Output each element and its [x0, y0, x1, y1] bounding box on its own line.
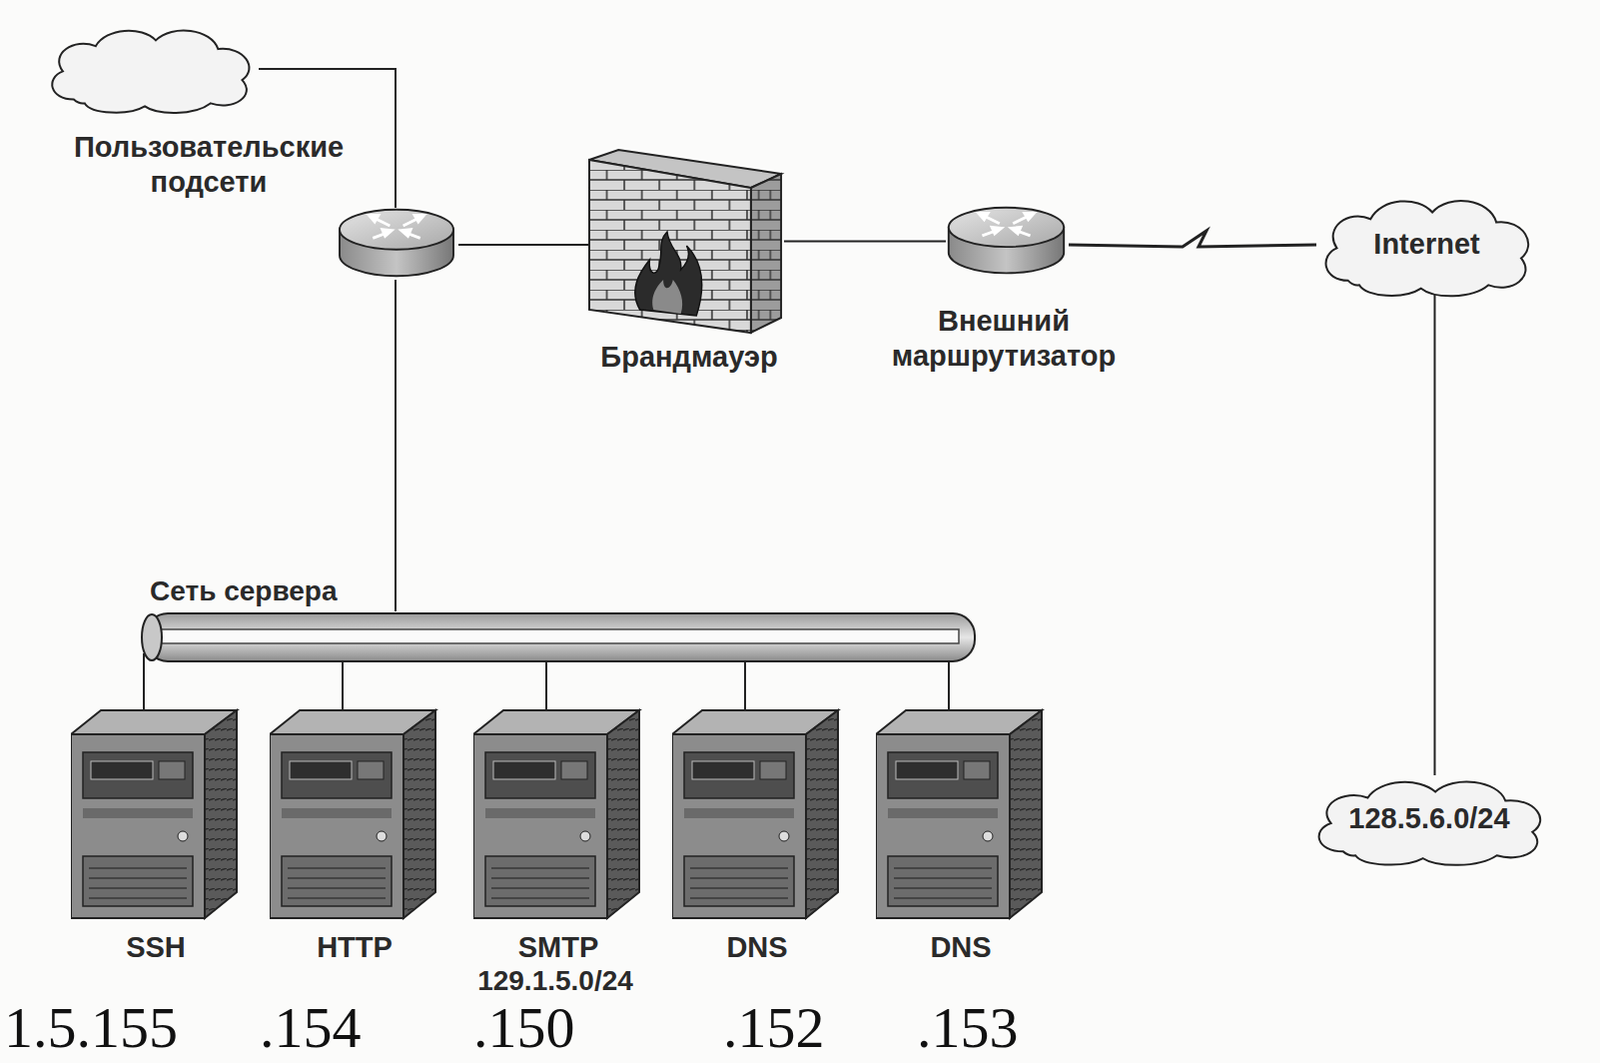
network-bus-node: Сеть сервера: [137, 574, 982, 665]
wall-shape: [589, 149, 785, 335]
ip-address: .154: [259, 998, 460, 1057]
connector: [341, 653, 344, 719]
server-node: DNS.153: [875, 708, 1046, 998]
server-node: HTTP.154: [269, 708, 440, 998]
node-label: DNS: [657, 929, 857, 965]
ip-address: 1.5.155: [3, 998, 204, 1057]
connector: [744, 653, 747, 719]
node-label: Internet: [1314, 226, 1540, 262]
cloud-node: Пользовательские подсети: [40, 19, 377, 202]
ip-address: .150: [473, 998, 674, 1057]
cloud-shape: [40, 19, 260, 117]
node-label: Пользовательские подсети: [48, 129, 369, 200]
connector: [784, 240, 946, 243]
server-node: SMTP.150: [473, 708, 644, 998]
node-label: Сеть сервера: [149, 574, 395, 609]
node-label: DNS: [860, 929, 1061, 965]
node-label: Внешний маршрутизатор: [878, 303, 1129, 374]
cloud-node: 128.5.6.0/24: [1306, 771, 1553, 869]
node-label: HTTP: [254, 929, 455, 965]
server-shape: [70, 708, 241, 920]
subnet-label: 129.1.5.0/24: [477, 964, 634, 997]
node-label: 128.5.6.0/24: [1306, 800, 1553, 836]
server-shape: [875, 708, 1046, 920]
server-shape: [269, 708, 440, 920]
ip-address: .152: [723, 998, 923, 1057]
connector: [142, 653, 145, 719]
connector: [545, 653, 548, 719]
node-label: Брандмауэр: [574, 339, 804, 375]
server-shape: [473, 708, 644, 920]
wire: [394, 279, 397, 612]
serial-link: [1068, 230, 1317, 247]
firewall-node: Брандмауэр: [589, 149, 790, 382]
tube-shape: [137, 611, 982, 664]
node-label: SMTP: [458, 929, 659, 965]
ip-address: .153: [916, 998, 1117, 1057]
server-node: DNS.152: [672, 708, 842, 998]
server-node: SSH1.5.155: [70, 708, 241, 998]
node-label: SSH: [55, 929, 256, 965]
cloud-node: Internet: [1314, 188, 1540, 301]
router-shape: [943, 203, 1069, 279]
wire: [458, 243, 592, 246]
router-node: Внешний маршрутизатор: [878, 203, 1129, 376]
router-symbol: [339, 209, 454, 276]
server-shape: [672, 708, 842, 920]
connector: [1434, 292, 1437, 776]
connector: [947, 653, 950, 719]
